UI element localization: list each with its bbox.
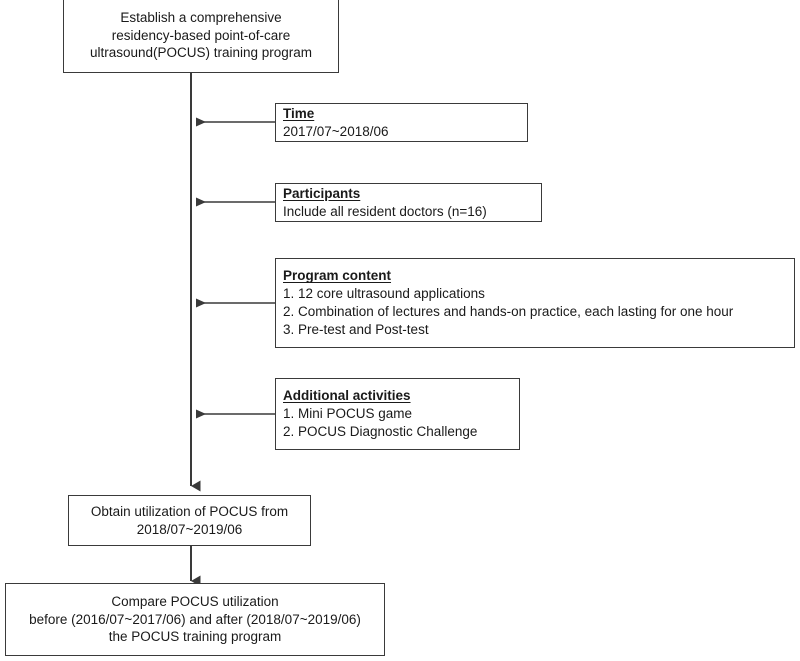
node-additional-activities-header: Additional activities — [283, 388, 411, 404]
node-program-content-line-3: 3. Pre-test and Post-test — [283, 321, 429, 337]
node-participants: Participants Include all resident doctor… — [275, 183, 542, 222]
node-obtain-utilization-line-2: 2018/07~2019/06 — [136, 521, 243, 537]
node-participants-line-1: Include all resident doctors (n=16) — [283, 203, 487, 219]
node-program-content-line-2: 2. Combination of lectures and hands-on … — [283, 304, 734, 319]
node-compare-line-1: Compare POCUS utilization — [111, 593, 279, 609]
node-additional-activities-line-2: 2. POCUS Diagnostic Challenge — [283, 423, 478, 439]
node-root-line-1: Establish a comprehensive — [120, 9, 282, 25]
node-time-header: Time — [283, 105, 315, 121]
node-participants-header: Participants — [283, 185, 361, 201]
node-obtain-utilization-line-1: Obtain utilization of POCUS from — [90, 503, 289, 519]
node-compare: Compare POCUS utilization before (2016/0… — [5, 583, 385, 656]
node-time: Time 2017/07~2018/06 — [275, 103, 528, 142]
node-time-line-1: 2017/07~2018/06 — [283, 123, 389, 139]
node-program-content-line-1: 1. 12 core ultrasound applications — [283, 286, 485, 302]
node-additional-activities-line-1: 1. Mini POCUS game — [283, 406, 413, 422]
node-compare-line-3: the POCUS training program — [108, 629, 282, 645]
node-additional-activities: Additional activities 1. Mini POCUS game… — [275, 378, 520, 450]
node-root-line-2: residency-based point-of-care — [111, 27, 291, 43]
node-obtain-utilization: Obtain utilization of POCUS from 2018/07… — [68, 495, 311, 546]
node-root: Establish a comprehensive residency-base… — [63, 0, 339, 73]
node-compare-line-2: before (2016/07~2017/06) and after (2018… — [29, 611, 361, 627]
node-program-content-header: Program content — [283, 268, 392, 284]
node-root-line-3: ultrasound(POCUS) training program — [89, 45, 313, 61]
node-program-content: Program content 1. 12 core ultrasound ap… — [275, 258, 795, 348]
